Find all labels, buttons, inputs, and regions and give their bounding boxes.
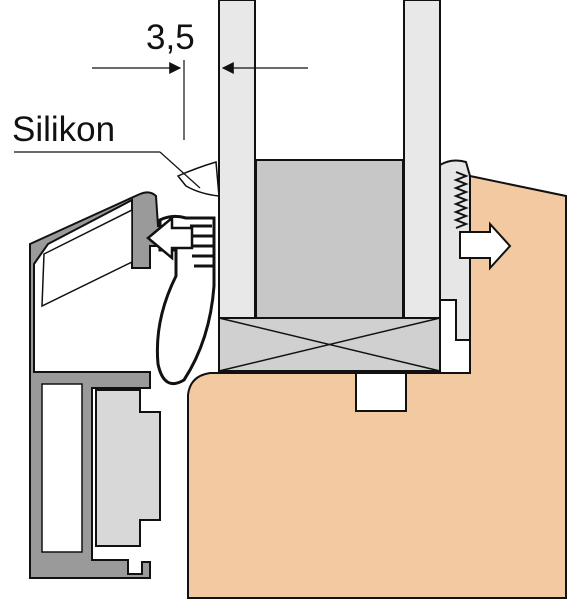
inner-glazing-gasket [439,159,471,341]
insertion-arrow [146,215,194,261]
dimension-label: 3,5 [146,18,195,57]
silicone-label: Silikon [12,110,116,149]
silikon-leader-diagonal [159,151,201,189]
seal-lip-lines [190,224,214,268]
rebate-slot [355,372,407,412]
setting-block-cross-2 [218,317,441,372]
profile-clip-holder [95,389,161,547]
gasket-teeth [453,171,469,229]
aluminium-profile-hollow [41,208,133,308]
glass-spacer [255,159,404,319]
outer-seal-gasket [155,214,216,385]
silicone-bead [176,161,220,197]
glass-pane-outer [218,0,256,319]
glass-pane-inner [403,0,441,319]
aluminium-profile-lower-hollow [41,383,83,553]
gasket-clip [459,221,512,271]
